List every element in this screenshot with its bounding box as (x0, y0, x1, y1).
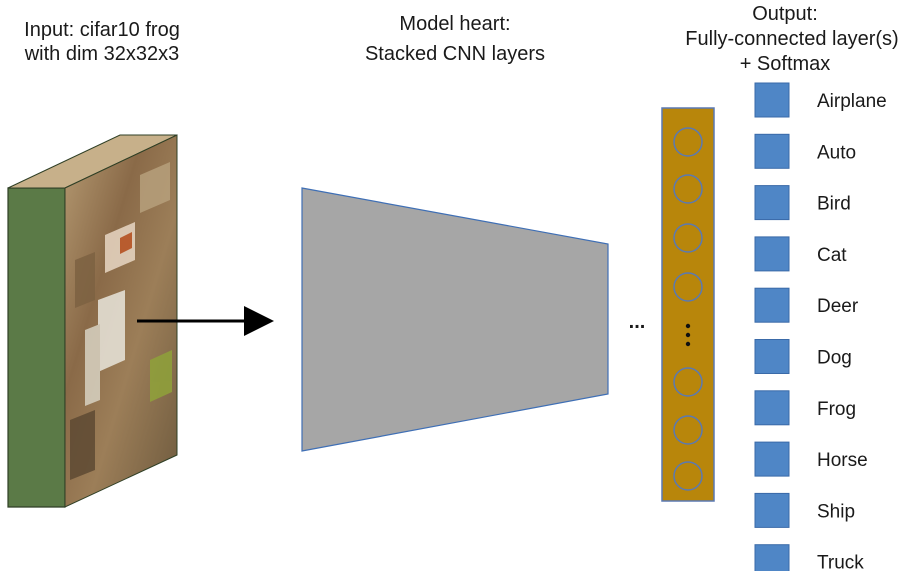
vertical-dots (685, 332, 691, 338)
neuron-node (673, 415, 703, 445)
class-box-airplane (754, 82, 790, 118)
fc-layer-bar (661, 107, 715, 502)
neuron-node (673, 367, 703, 397)
model-title-line2: Stacked CNN layers (365, 43, 545, 65)
class-box-ship (754, 492, 790, 528)
class-label-ship: Ship (817, 501, 855, 522)
input-image-block (7, 134, 178, 508)
input-title-line1: Input: cifar10 frog (24, 19, 180, 41)
block-side-face (7, 187, 66, 508)
output-title-line2: Fully-connected layer(s) (685, 28, 898, 50)
class-box-bird (754, 185, 790, 221)
class-label-truck: Truck (817, 553, 864, 571)
model-title-line1: Model heart: (399, 13, 510, 35)
vertical-dots (685, 323, 691, 329)
class-label-airplane: Airplane (817, 91, 887, 112)
class-label-deer: Deer (817, 296, 859, 317)
class-box-horse (754, 441, 790, 477)
neuron-node (673, 223, 703, 253)
class-box-frog (754, 390, 790, 426)
class-label-bird: Bird (817, 194, 851, 215)
ellipsis: ... (629, 311, 646, 333)
output-class-list: AirplaneAutoBirdCatDeerDogFrogHorseShipT… (754, 82, 887, 571)
class-label-cat: Cat (817, 245, 847, 266)
class-label-frog: Frog (817, 399, 856, 420)
neuron-node (673, 127, 703, 157)
class-box-cat (754, 236, 790, 272)
neuron-node (673, 461, 703, 491)
output-title-line1: Output: (752, 3, 818, 25)
class-box-truck (754, 544, 790, 571)
frog-image-pixels (70, 162, 172, 480)
class-box-auto (754, 133, 790, 169)
fc-layer (661, 107, 715, 502)
output-title-line3: + Softmax (740, 53, 831, 75)
class-label-auto: Auto (817, 142, 856, 163)
class-label-horse: Horse (817, 450, 868, 471)
neuron-node (673, 272, 703, 302)
class-label-dog: Dog (817, 348, 852, 369)
neuron-node (673, 174, 703, 204)
class-box-dog (754, 339, 790, 374)
vertical-dots (685, 341, 691, 347)
input-title-line2: with dim 32x32x3 (24, 43, 180, 65)
class-box-deer (754, 287, 790, 323)
cnn-layers-funnel (301, 187, 609, 452)
